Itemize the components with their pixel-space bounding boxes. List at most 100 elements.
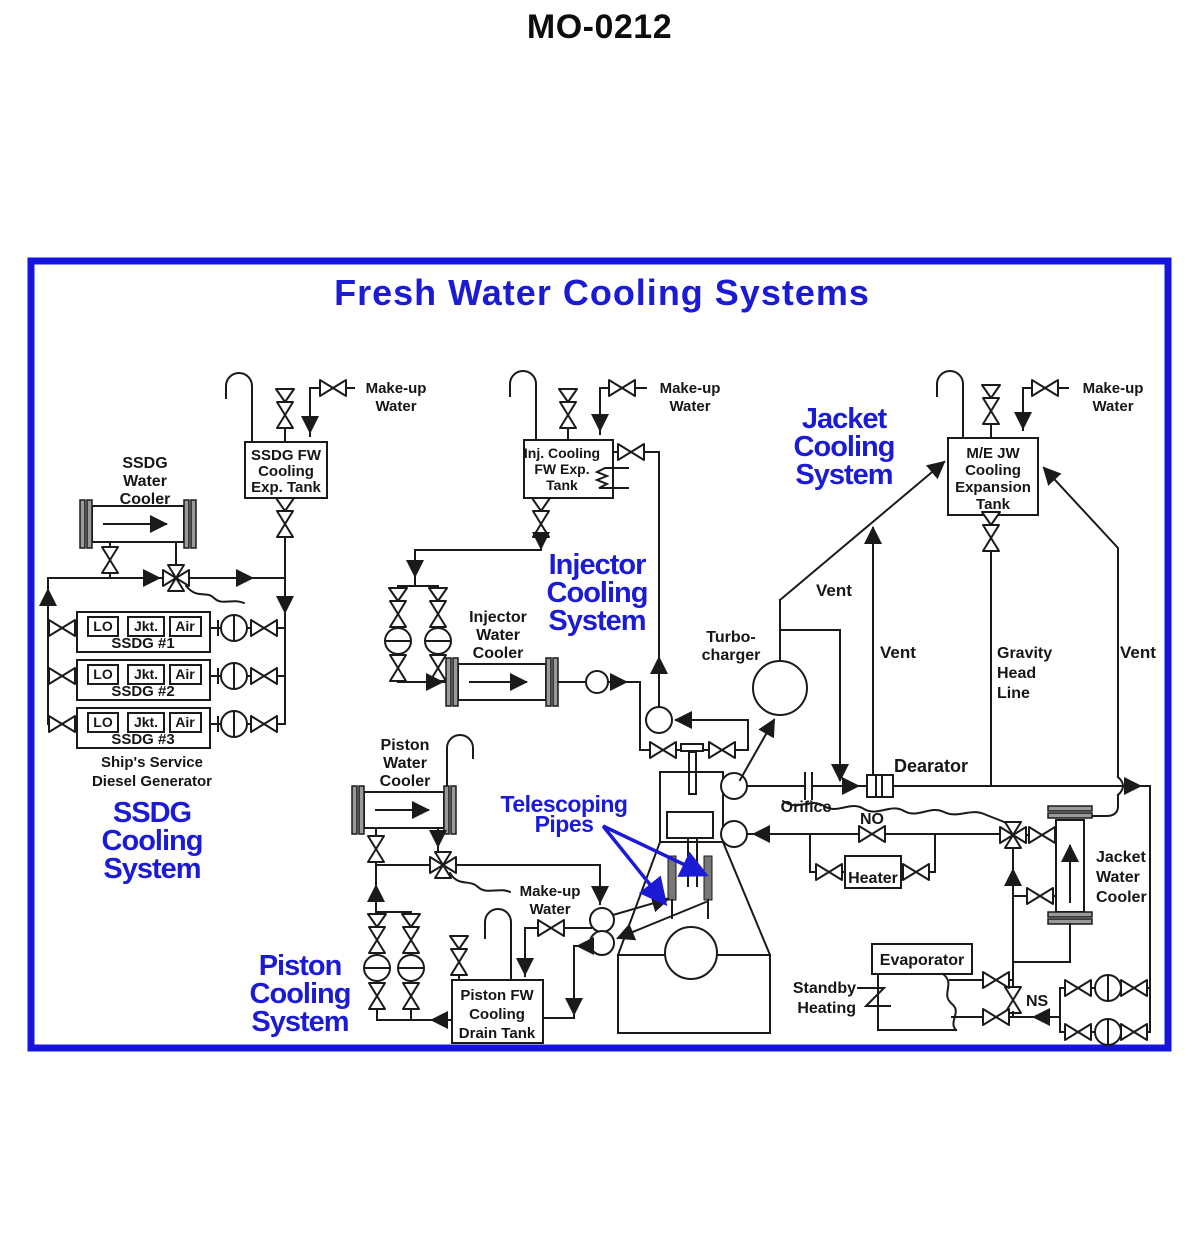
ssdg-exp-tank: Make-up Water SSDG FW Cooling Exp. Tank <box>225 372 427 538</box>
label-heater: Heater <box>848 870 898 887</box>
label-vent: Vent <box>880 643 916 662</box>
piston-crown <box>666 811 714 839</box>
turbocharger: Turbo- charger Vent <box>702 460 946 782</box>
label-makeup: Water <box>375 398 416 415</box>
valve-icon <box>402 982 420 1010</box>
label-port-lo: LO <box>93 714 113 730</box>
telescoping-callout: Telescoping Pipes <box>501 791 709 907</box>
label-port-jkt: Jkt. <box>134 666 158 682</box>
valve-icon <box>389 654 407 682</box>
valve-icon <box>48 715 76 733</box>
threeway-valve-icon <box>429 851 457 879</box>
pump-icon <box>424 627 452 655</box>
valve-icon <box>428 587 448 628</box>
label-gravity: Gravity <box>997 645 1052 662</box>
piston-water-cooler <box>351 785 457 835</box>
inj-exp-tank: Make-up Water Inj. Cooling FW Exp. Tank <box>509 370 720 499</box>
valve-icon <box>649 741 677 759</box>
document-number: MO-0212 <box>526 8 673 46</box>
label-inj-tank: FW Exp. <box>534 461 589 477</box>
tank-outlet-valve-icon <box>531 497 551 538</box>
label-injector-system: System <box>548 605 645 637</box>
valve-icon <box>1120 1023 1148 1041</box>
label-piston-system: System <box>251 1006 348 1038</box>
label-unit-name: SSDG #3 <box>111 731 174 748</box>
dearator-icon <box>866 774 894 798</box>
label-vent: Vent <box>1120 643 1156 662</box>
valve-icon <box>708 741 736 759</box>
vent-valve-icon <box>449 935 469 976</box>
label-unit-name: SSDG #2 <box>111 683 174 700</box>
callout-arrow-icon <box>602 824 709 877</box>
piston-rod <box>687 837 698 887</box>
label-drain-tank: Cooling <box>469 1006 525 1023</box>
label-injector-system: Cooling <box>547 577 648 609</box>
diagram-title: Fresh Water Cooling Systems <box>334 272 870 313</box>
label-inj-cooler: Water <box>476 627 520 644</box>
piston-makeup: Make-up Water <box>516 883 592 977</box>
heater-loop: NO Heater <box>746 811 1001 889</box>
label-standby: Heating <box>797 1000 856 1017</box>
label-piston-cooler: Cooler <box>380 773 431 790</box>
piston-section: Piston Water Cooler <box>250 734 709 1044</box>
jacket-pumps <box>1012 974 1151 1046</box>
label-telescoping: Pipes <box>535 811 594 837</box>
valve-icon <box>617 443 645 461</box>
label-jacket-cooler: Water <box>1096 869 1140 886</box>
valve-icon <box>250 667 278 685</box>
valve-icon <box>48 619 76 637</box>
outlet-pot-icon <box>720 772 748 800</box>
label-makeup: Make-up <box>366 380 427 397</box>
label-makeup: Water <box>669 398 710 415</box>
label-jacket-cooler: Jacket <box>1096 849 1146 866</box>
diagram-border <box>27 257 1172 1052</box>
label-me-tank: M/E JW <box>966 445 1020 462</box>
vent-valve-icon <box>981 384 1001 425</box>
callout-arrow-icon <box>601 824 668 907</box>
label-makeup: Water <box>1092 398 1133 415</box>
valve-icon <box>101 546 119 574</box>
label-port-air: Air <box>175 618 195 634</box>
label-piston-system: Piston <box>259 950 342 982</box>
label-ssdg-tank: Cooling <box>258 463 314 480</box>
pump-icon <box>363 954 391 982</box>
capillary-line <box>782 800 1013 827</box>
threeway-valve-icon <box>162 564 190 592</box>
ssdg-unit-3: LO Jkt. Air SSDG #3 <box>47 707 286 749</box>
label-me-tank: Tank <box>976 496 1011 513</box>
label-port-lo: LO <box>93 618 113 634</box>
label-standby: Standby <box>793 980 856 997</box>
valve-icon <box>982 1008 1010 1026</box>
piston-pumps <box>363 911 453 1029</box>
return-pot-icon <box>589 930 615 956</box>
capillary-line <box>449 872 511 893</box>
ssdg-unit-1: LO Jkt. Air SSDG #1 <box>47 611 286 653</box>
makeup-valve-icon <box>608 379 636 397</box>
label-ssdg-cooler: SSDG <box>122 455 167 472</box>
valve-icon <box>1064 979 1092 997</box>
injector-water-cooler: Injector Water Cooler <box>445 609 559 707</box>
valve-icon <box>368 982 386 1010</box>
tank-outlet-valve-icon <box>981 511 1001 552</box>
connection-pot-icon <box>585 670 609 694</box>
label-telescoping: Telescoping <box>501 791 628 817</box>
jacket-section: Jacket Cooling System Make-up Water M/E … <box>746 370 1156 1046</box>
valve-icon <box>367 913 387 954</box>
injector-pumps <box>384 585 452 691</box>
valve-icon <box>982 971 1010 989</box>
label-turbo: charger <box>702 647 761 664</box>
gooseneck-vent-icon <box>936 370 964 439</box>
valve-icon <box>902 863 930 881</box>
label-gravity: Line <box>997 685 1030 702</box>
label-port-jkt: Jkt. <box>134 714 158 730</box>
engine <box>616 718 776 1034</box>
valve-icon <box>1028 826 1056 844</box>
threeway-valve-icon <box>999 821 1027 849</box>
valve-icon <box>48 667 76 685</box>
valve-icon <box>1026 887 1054 905</box>
label-makeup: Make-up <box>520 883 581 900</box>
ssdg-section: SSDG Water Cooler Make-up Water <box>39 372 427 885</box>
pump-icon <box>1094 1018 1122 1046</box>
valve-icon <box>815 863 843 881</box>
